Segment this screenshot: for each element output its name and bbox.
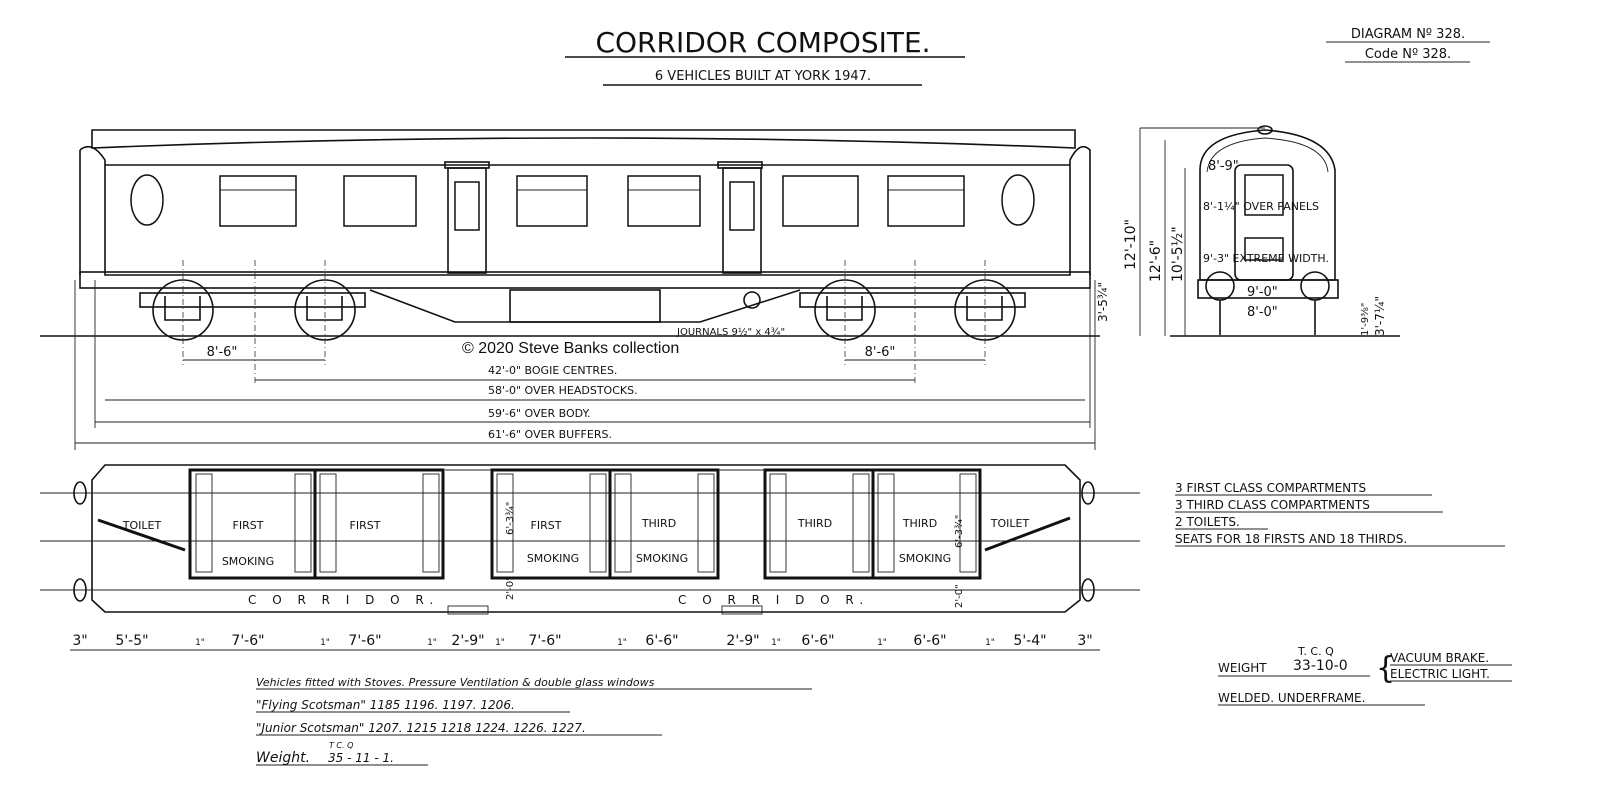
buffers xyxy=(73,481,1095,602)
plan-dimension-row: 3" 5'-5" 1" 7'-6" 1" 7'-6" 1" 2'-9" 1" 7… xyxy=(72,633,1092,649)
note-junior-scotsman: "Junior Scotsman" 1207. 1215 1218 1224. … xyxy=(256,721,586,735)
windows xyxy=(219,175,965,227)
height-rail-floor: 3'-5¾" xyxy=(1096,282,1110,322)
weight-block: T. C. Q WEIGHT 33-10-0 { VACUUM BRAKE. E… xyxy=(1218,645,1512,706)
dim-height-roof: 12'-6" xyxy=(1148,240,1164,282)
journals-label: JOURNALS 9½" x 4¾" xyxy=(676,326,785,338)
brake-type: VACUUM BRAKE. xyxy=(1390,651,1489,665)
copyright-watermark: © 2020 Steve Banks collection xyxy=(462,340,680,357)
label-smoking-3: SMOKING xyxy=(636,552,688,565)
label-toilet-left: TOILET xyxy=(122,519,162,532)
plan-dim: 5'-5" xyxy=(115,633,148,649)
seats xyxy=(195,473,977,573)
dim-bogie-width: 8'-0" xyxy=(1247,305,1278,320)
dim-bogie-wheelbase-right: 8'-6" xyxy=(865,345,896,360)
plan-dim: 6'-6" xyxy=(801,633,834,649)
plan-dim: 1" xyxy=(771,638,781,648)
plan-dim: 1" xyxy=(877,638,887,648)
plan-view: TOILET FIRST SMOKING FIRST FIRST SMOKING… xyxy=(40,464,1140,651)
label-smoking-2: SMOKING xyxy=(527,552,579,565)
dim-comp-height-2: 6'-3¾" xyxy=(954,515,965,548)
weight-units: T. C. Q xyxy=(1297,645,1334,658)
summary-line: 3 FIRST CLASS COMPARTMENTS xyxy=(1175,481,1366,495)
handwritten-notes: Vehicles fitted with Stoves. Pressure Ve… xyxy=(256,676,812,766)
header: CORRIDOR COMPOSITE. 6 VEHICLES BUILT AT … xyxy=(565,26,1490,86)
weight-value: 33-10-0 xyxy=(1293,658,1348,674)
underframe-type: WELDED. UNDERFRAME. xyxy=(1218,691,1365,705)
plan-dim: 1" xyxy=(195,638,205,648)
dim-corridor-width-1: 2'-0" xyxy=(505,576,516,600)
label-toilet-right: TOILET xyxy=(990,517,1030,530)
oval-window xyxy=(130,174,164,226)
summary-line: SEATS FOR 18 FIRSTS AND 18 THIRDS. xyxy=(1175,532,1407,546)
bogie-left xyxy=(139,279,366,341)
dim-over-panels: 8'-1¼" OVER PANELS xyxy=(1203,200,1319,213)
brace: { xyxy=(1376,651,1395,686)
dim-bogie-wheelbase-left: 8'-6" xyxy=(207,345,238,360)
dim-height-body: 10'-5½" xyxy=(1170,226,1186,282)
plan-dim: 3" xyxy=(1077,633,1092,649)
code-number: Code Nº 328. xyxy=(1365,47,1451,62)
dim-corridor-width-2: 2'-0" xyxy=(954,584,965,608)
note-weight-label: Weight. xyxy=(256,750,310,766)
note-flying-scotsman: "Flying Scotsman" 1185 1196. 1197. 1206. xyxy=(256,698,515,712)
label-first-1: FIRST xyxy=(233,519,264,532)
oval-window xyxy=(1001,174,1035,226)
corridor-label-right: C O R R I D O R. xyxy=(678,593,869,607)
end-view: 12'-10" 12'-6" 10'-5½" 8'-9" 8'-1¼" OVER… xyxy=(1123,125,1400,337)
dim-floor-height: 3'-7¼" xyxy=(1373,296,1387,336)
plan-dim: 5'-4" xyxy=(1013,633,1046,649)
drawing-title: CORRIDOR COMPOSITE. xyxy=(595,26,930,59)
label-first-2: FIRST xyxy=(350,519,381,532)
dim-height-overall: 12'-10" xyxy=(1123,219,1139,270)
label-smoking-4: SMOKING xyxy=(899,552,951,565)
dim-buffer-centres: 9'-0" xyxy=(1247,285,1278,300)
dim-extreme-width: 9'-3" EXTREME WIDTH. xyxy=(1203,252,1329,265)
plan-dim: 7'-6" xyxy=(348,633,381,649)
note-weight-units: T C. Q xyxy=(329,741,353,750)
label-third-3: THIRD xyxy=(902,517,937,530)
bogie-right xyxy=(799,279,1026,341)
label-first-3: FIRST xyxy=(531,519,562,532)
plan-dim: 7'-6" xyxy=(231,633,264,649)
side-elevation: JOURNALS 9½" x 4¾" 3'-5¾" xyxy=(40,129,1110,385)
dim-over-headstocks: 58'-0" OVER HEADSTOCKS. xyxy=(488,384,638,397)
dim-roof-width: 8'-9" xyxy=(1208,159,1239,174)
dim-over-body: 59'-6" OVER BODY. xyxy=(488,407,591,420)
lighting-type: ELECTRIC LIGHT. xyxy=(1390,667,1490,681)
dim-over-buffers: 61'-6" OVER BUFFERS. xyxy=(488,428,612,441)
summary-line: 2 TOILETS. xyxy=(1175,515,1240,529)
weight-label: WEIGHT xyxy=(1218,661,1267,675)
plan-dim: 1" xyxy=(985,638,995,648)
label-third-2: THIRD xyxy=(797,517,832,530)
plan-dim: 2'-9" xyxy=(726,633,759,649)
plan-dim: 7'-6" xyxy=(528,633,561,649)
dim-bogie-centres: 42'-0" BOGIE CENTRES. xyxy=(488,364,617,377)
elevation-dimensions: 8'-6" 8'-6" 42'-0" BOGIE CENTRES. 58'-0"… xyxy=(74,280,1096,450)
plan-dim: 1" xyxy=(320,638,330,648)
plan-dim: 1" xyxy=(617,638,627,648)
compartment-walls xyxy=(97,468,1071,615)
note-fitted: Vehicles fitted with Stoves. Pressure Ve… xyxy=(256,676,655,689)
corridor-label-left: C O R R I D O R. xyxy=(248,593,439,607)
diagram-number: DIAGRAM Nº 328. xyxy=(1351,27,1465,42)
accommodation-summary: 3 FIRST CLASS COMPARTMENTS 3 THIRD CLASS… xyxy=(1175,481,1505,547)
drawing-subtitle: 6 VEHICLES BUILT AT YORK 1947. xyxy=(655,69,871,84)
plan-dim: 2'-9" xyxy=(451,633,484,649)
plan-dim: 6'-6" xyxy=(913,633,946,649)
plan-dim: 6'-6" xyxy=(645,633,678,649)
label-third-1: THIRD xyxy=(641,517,676,530)
label-smoking-1: SMOKING xyxy=(222,555,274,568)
plan-dim: 1" xyxy=(427,638,437,648)
dim-comp-height-1: 6'-3¾" xyxy=(505,502,516,535)
doors xyxy=(444,161,763,274)
note-weight-value: 35 - 11 - 1. xyxy=(328,751,394,765)
plan-dim: 1" xyxy=(495,638,505,648)
plan-dim: 3" xyxy=(72,633,87,649)
summary-line: 3 THIRD CLASS COMPARTMENTS xyxy=(1175,498,1370,512)
dim-step-height: 1'-9⅜" xyxy=(1360,303,1371,336)
